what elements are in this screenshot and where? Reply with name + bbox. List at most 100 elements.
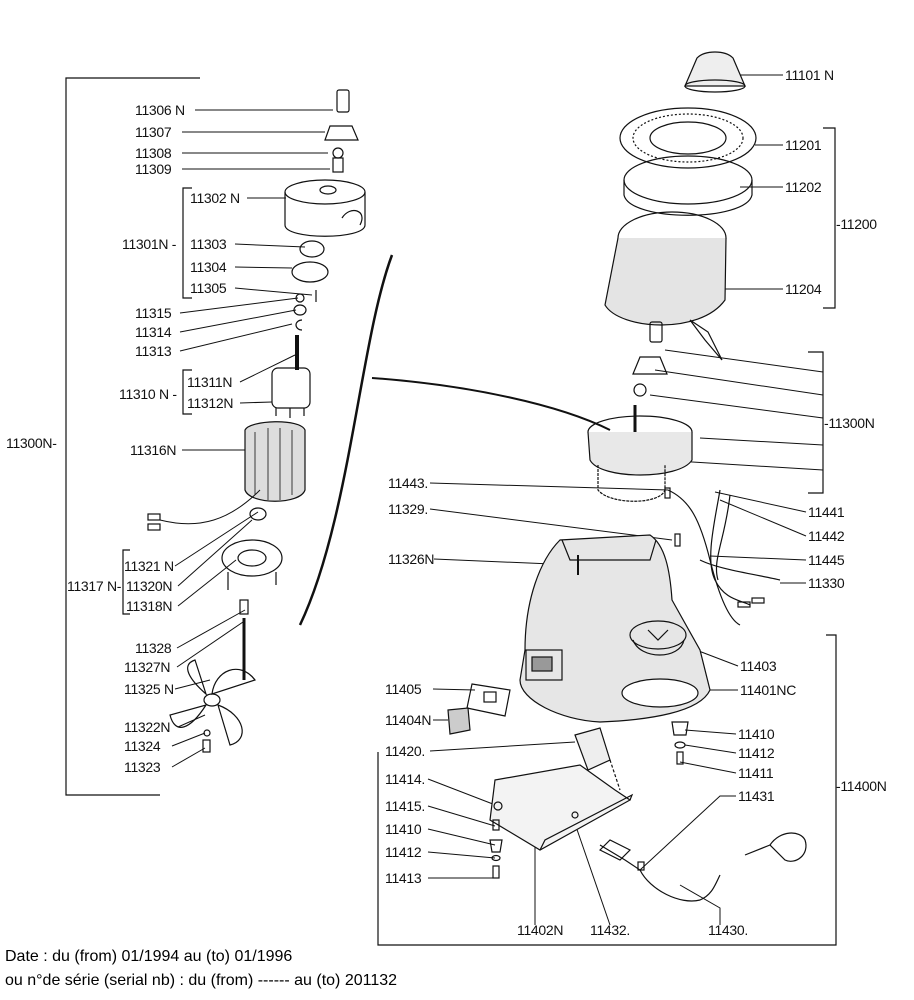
part-11443 bbox=[664, 487, 671, 499]
label-11101: 11101 N bbox=[785, 67, 834, 83]
label-11401: 11401NC bbox=[740, 682, 797, 698]
label-11307: 11307 bbox=[135, 124, 172, 140]
part-11313 bbox=[295, 319, 303, 331]
label-11431: 11431 bbox=[738, 788, 775, 804]
part-11415 bbox=[492, 819, 500, 831]
housing-parts bbox=[447, 534, 807, 902]
part-11314 bbox=[293, 304, 307, 316]
label-11306: 11306 N bbox=[135, 102, 185, 118]
part-11404-switch bbox=[447, 707, 471, 735]
label-11312: 11312N bbox=[187, 395, 234, 411]
part-11412-left bbox=[491, 854, 501, 862]
label-11330: 11330 bbox=[808, 575, 845, 591]
bracket-11300-left bbox=[65, 77, 200, 796]
label-11432: 11432. bbox=[590, 922, 630, 938]
motor-assembly-parts bbox=[147, 89, 366, 753]
part-11201-filter bbox=[619, 107, 757, 169]
leader-lines-left bbox=[171, 109, 333, 768]
label-11308: 11308 bbox=[135, 145, 172, 161]
label-11322: 11322N bbox=[124, 719, 171, 735]
part-11411-screw bbox=[676, 751, 684, 765]
part-11320-brush-holder bbox=[221, 539, 283, 590]
bracket-11400 bbox=[377, 634, 837, 946]
part-11306-right bbox=[649, 321, 663, 343]
bracket-11300-right bbox=[808, 351, 824, 494]
label-11404: 11404N bbox=[385, 712, 432, 728]
label-11325: 11325 N bbox=[124, 681, 174, 697]
serial-range-text: ou n°de série (serial nb) : du (from) --… bbox=[5, 972, 398, 989]
part-11413 bbox=[492, 865, 500, 879]
label-11441: 11441 bbox=[808, 504, 845, 520]
part-11324 bbox=[203, 729, 211, 737]
label-11411: 11411 bbox=[738, 765, 774, 781]
label-11445: 11445 bbox=[808, 552, 845, 568]
part-11304 bbox=[291, 261, 329, 283]
label-11327: 11327N bbox=[124, 659, 171, 675]
date-range-text: Date : du (from) 01/1994 au (to) 01/1996 bbox=[5, 948, 293, 965]
label-11430: 11430. bbox=[708, 922, 748, 938]
label-11302: 11302 N bbox=[190, 190, 240, 206]
label-11320: 11320N bbox=[126, 578, 173, 594]
label-11304: 11304 bbox=[190, 259, 227, 275]
label-11321: 11321 N bbox=[124, 558, 174, 574]
part-11303 bbox=[299, 240, 325, 258]
part-11402-baseplate bbox=[489, 764, 634, 851]
part-11328 bbox=[239, 599, 249, 615]
label-11323: 11323 bbox=[124, 759, 161, 775]
label-11303: 11303 bbox=[190, 236, 227, 252]
bracket-11310 bbox=[182, 369, 192, 415]
label-11412-left: 11412 bbox=[385, 844, 422, 860]
label-11420: 11420. bbox=[385, 743, 425, 759]
label-11405: 11405 bbox=[385, 681, 422, 697]
label-11410-right: 11410 bbox=[738, 726, 775, 742]
label-11315: 11315 bbox=[135, 305, 172, 321]
label-11300-right: -11300N bbox=[824, 415, 875, 431]
part-11308 bbox=[332, 147, 344, 159]
juicer-top-parts bbox=[587, 51, 781, 626]
part-11302 bbox=[284, 179, 366, 237]
label-11403: 11403 bbox=[740, 658, 777, 674]
part-11315 bbox=[295, 293, 305, 303]
label-11300-left: 11300N- bbox=[6, 435, 57, 451]
part-11204-bowl bbox=[604, 211, 727, 361]
part-11405-plate bbox=[466, 683, 511, 717]
label-11311: 11311N bbox=[187, 374, 233, 390]
part-11432 bbox=[571, 811, 579, 819]
label-11204: 11204 bbox=[785, 281, 822, 297]
label-11410-left: 11410 bbox=[385, 821, 422, 837]
label-11443: 11443. bbox=[388, 475, 428, 491]
part-11431 bbox=[637, 861, 645, 871]
part-11401-housing bbox=[519, 534, 711, 723]
label-11316: 11316N bbox=[130, 442, 177, 458]
part-11323 bbox=[202, 739, 211, 753]
part-11316-stator bbox=[147, 421, 306, 531]
part-11403-filter-holder bbox=[629, 620, 687, 656]
bracket-11317 bbox=[122, 549, 130, 615]
part-11308-right bbox=[633, 383, 647, 397]
leader-lines-right bbox=[427, 74, 824, 926]
part-11311-armature bbox=[271, 335, 311, 418]
separator-line bbox=[371, 377, 611, 431]
bracket-11301 bbox=[182, 187, 192, 299]
part-11410-foot-left bbox=[489, 839, 503, 853]
separator-curve bbox=[298, 254, 394, 626]
label-11402: 11402N bbox=[517, 922, 564, 938]
label-11202: 11202 bbox=[785, 179, 822, 195]
label-11305: 11305 bbox=[190, 280, 227, 296]
label-11313: 11313 bbox=[135, 343, 172, 359]
part-11414 bbox=[493, 801, 503, 811]
part-11306 bbox=[336, 89, 350, 113]
label-11309: 11309 bbox=[135, 161, 172, 177]
part-11322-fan bbox=[169, 659, 256, 746]
part-11412-washer bbox=[674, 741, 686, 749]
label-11318: 11318N bbox=[126, 598, 173, 614]
label-11317: 11317 N- bbox=[67, 578, 122, 594]
part-11307 bbox=[324, 125, 359, 141]
label-11301: 11301N - bbox=[122, 236, 177, 252]
label-11310: 11310 N - bbox=[119, 386, 177, 402]
part-11329 bbox=[674, 533, 681, 547]
motor-assembled bbox=[587, 405, 693, 502]
part-11410-foot bbox=[671, 721, 689, 736]
